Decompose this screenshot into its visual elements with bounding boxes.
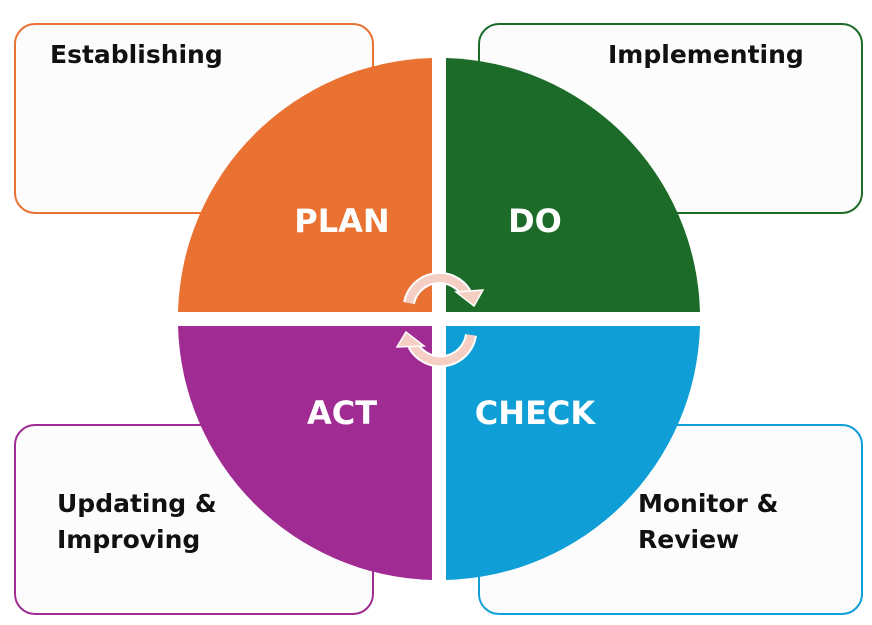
act-box-label-line1: Updating & (57, 489, 217, 518)
do-label: DO (508, 202, 562, 240)
do-box-label: Implementing (608, 40, 804, 69)
check-label: CHECK (475, 394, 597, 432)
plan-quadrant (178, 58, 432, 312)
plan-box-label: Establishing (50, 40, 223, 69)
act-box-label-line2: Improving (57, 525, 200, 554)
check-box-label-line2: Review (638, 525, 739, 554)
act-label: ACT (307, 394, 377, 432)
check-quadrant (446, 326, 700, 580)
act-quadrant (178, 326, 432, 580)
plan-label: PLAN (294, 202, 389, 240)
cycle-arrows-icon (395, 271, 485, 368)
do-quadrant (446, 58, 700, 312)
check-box-label-line1: Monitor & (638, 489, 778, 518)
